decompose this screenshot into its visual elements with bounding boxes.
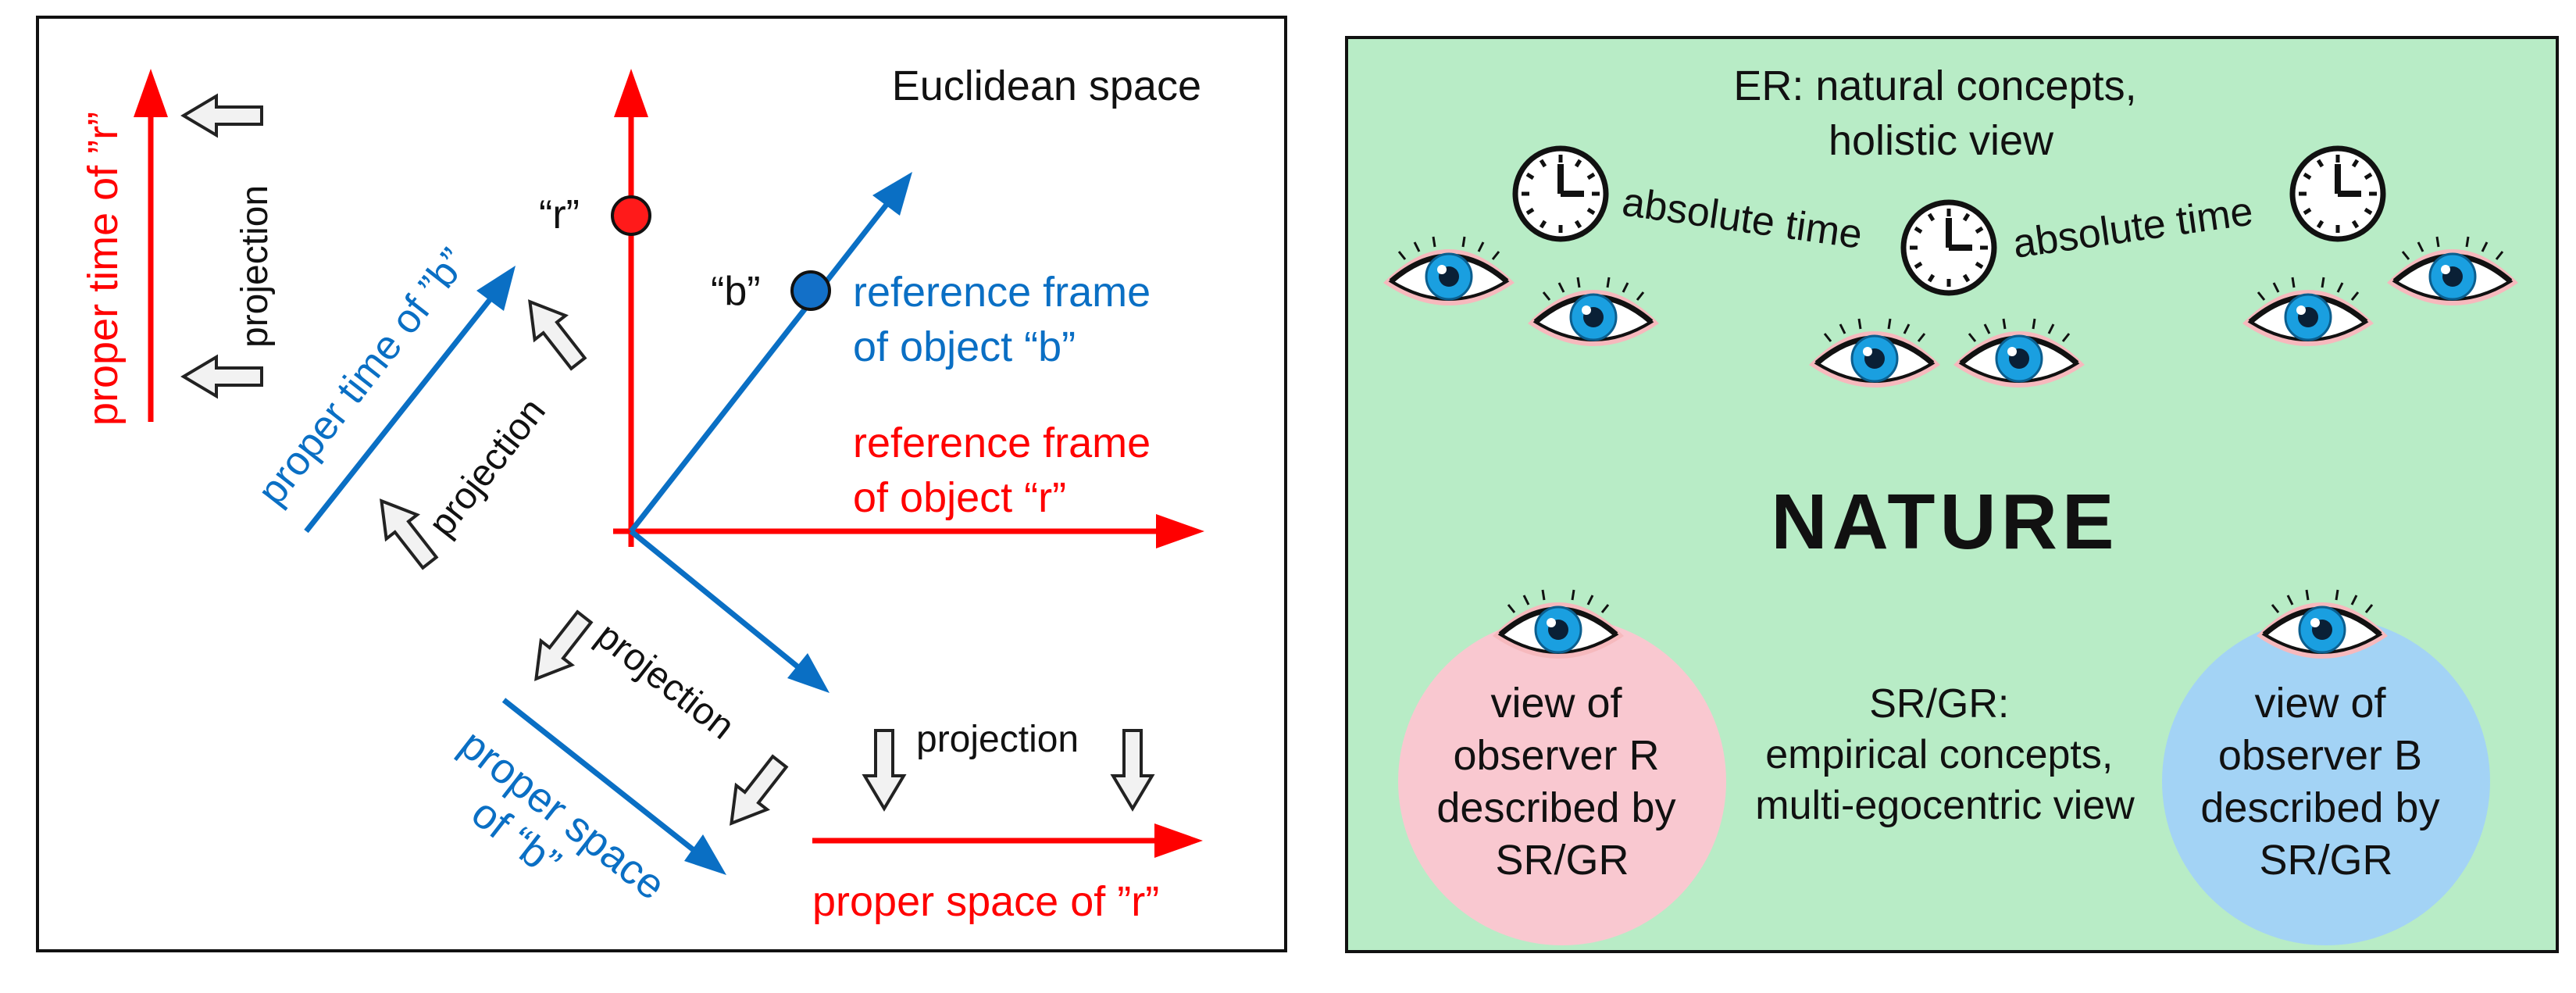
proper-space-r-axis <box>812 823 1203 858</box>
projection-label-1: projection <box>234 185 276 348</box>
clock-icon <box>1903 202 1994 293</box>
point-b-label: “b” <box>711 269 761 314</box>
frame-b-time-axis <box>629 172 912 534</box>
observer-b-text: view of observer B described by SR/GR <box>2200 680 2451 884</box>
proper-time-b-axis <box>304 266 516 534</box>
clock-icon <box>2292 148 2383 239</box>
proper-space-b-axis <box>501 698 726 875</box>
euclidean-space-title: Euclidean space <box>892 63 1201 109</box>
er-heading: ER: natural concepts, holistic view <box>1733 63 2148 164</box>
point-r <box>611 195 651 236</box>
frame-b-space-axis <box>629 529 830 693</box>
point-r-label: “r” <box>539 192 580 238</box>
observer-r-text: view of observer R described by SR/GR <box>1436 680 1687 884</box>
left-panel-frame <box>36 16 1287 952</box>
frame-r-vertical-axis <box>614 69 648 547</box>
point-b <box>790 270 831 311</box>
observer-b-circle <box>2162 617 2490 945</box>
proper-time-r-label: proper time of ”r” <box>80 112 127 426</box>
observer-r-circle <box>1398 617 1726 945</box>
nature-heading: NATURE <box>1771 478 2118 566</box>
frame-r-label: reference frame of object “r” <box>853 420 1162 521</box>
srgr-center-text: SR/GR: empirical concepts, multi-egocent… <box>1755 681 2135 828</box>
frame-b-label: reference frame of object “b” <box>853 269 1162 370</box>
frame-r-horizontal-axis <box>613 514 1204 548</box>
proper-space-r-label: proper space of ”r” <box>812 878 1159 925</box>
clock-icon <box>1515 148 1606 239</box>
projection-label-4: projection <box>916 719 1079 760</box>
proper-time-r-axis <box>134 69 168 422</box>
